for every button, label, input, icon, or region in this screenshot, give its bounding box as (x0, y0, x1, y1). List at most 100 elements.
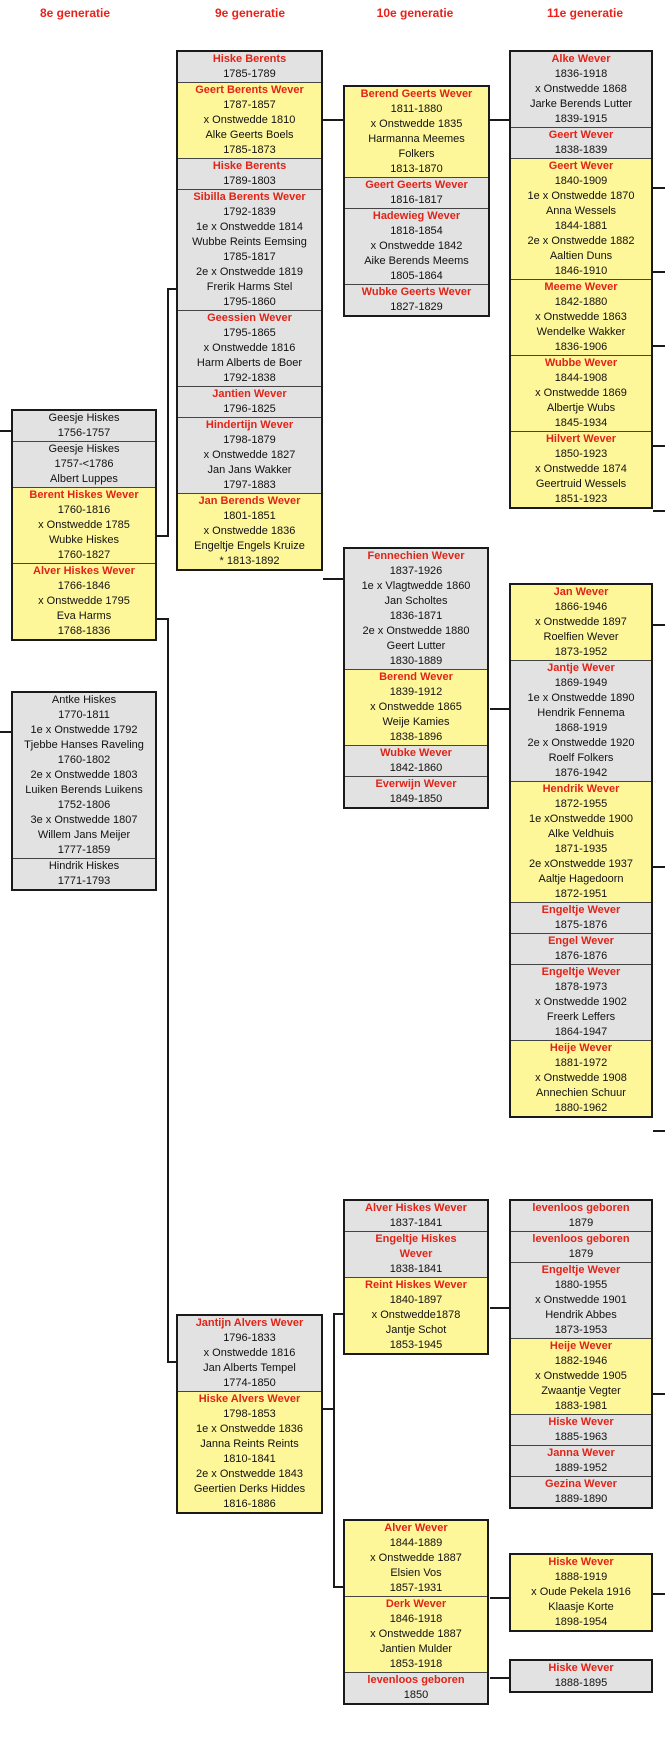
connector-line (333, 1313, 335, 1588)
person-name: Alver Wever (384, 1522, 448, 1534)
person-detail: 1866-1946 (554, 601, 608, 613)
person-name: levenloos geboren (532, 1202, 630, 1214)
connector-line (167, 288, 169, 537)
person-name: Jantje Wever (547, 662, 615, 674)
person-detail: 1e x Onstwedde 1792 (30, 724, 138, 736)
person-detail: Alke Geerts Boels (205, 129, 294, 141)
person-name: Fennechien Wever (367, 550, 465, 562)
family-box: Alver Wever 1844-1889 x Onstwedde 1887 Elsi… (343, 1519, 489, 1705)
person-name: Engeltje Hiskes (375, 1233, 457, 1245)
person-name: Geert Geerts Wever (365, 179, 468, 191)
person-detail: Freerk Leffers (546, 1011, 616, 1023)
person-name: Hiske Berents (212, 160, 287, 172)
person-detail: 1798-1879 (223, 434, 276, 446)
person-entry: Hiske Wever 1885-1963 (511, 1415, 651, 1446)
person-detail: Roelf Folkers (548, 752, 614, 764)
person-detail: 1797-1883 (223, 479, 276, 491)
person-name: Hindertijn Wever (205, 419, 294, 431)
person-detail: Roelfien Wever (543, 631, 619, 643)
person-detail: 1752-1806 (57, 799, 111, 811)
person-detail: 1850 (403, 1689, 429, 1701)
person-detail: x Onstwedde 1887 (370, 1628, 462, 1640)
person-detail: 1842-1860 (389, 762, 443, 774)
person-detail: Harm Alberts de Boer (196, 357, 303, 369)
person-detail: 1885-1963 (554, 1431, 608, 1443)
person-detail: 1771-1793 (57, 875, 111, 887)
person-name: Hadewieg Wever (372, 210, 461, 222)
person-detail: Geert Lutter (386, 640, 446, 652)
person-detail: 1889-1890 (554, 1493, 608, 1505)
person-detail: 2e x Onstwedde 1843 (195, 1468, 304, 1480)
person-detail: Weije Kamies (382, 716, 450, 728)
person-name: Hiske Wever (548, 1416, 614, 1428)
person-detail: 1760-1827 (57, 549, 111, 561)
person-detail: 2e xOnstwedde 1937 (529, 858, 633, 870)
person-detail: 1872-1955 (554, 798, 608, 810)
connector-line (653, 445, 665, 447)
person-name: Alver Hiskes Wever (365, 1202, 467, 1214)
person-detail: 1839-1915 (554, 113, 608, 125)
person-detail: Elsien Vos (390, 1567, 442, 1579)
person-detail: 1844-1889 (389, 1537, 443, 1549)
person-detail: 1879 (568, 1217, 594, 1229)
person-detail: 1836-1918 (554, 68, 608, 80)
person-detail: 1837-1841 (389, 1217, 443, 1229)
person-detail: x Onstwedde 1902 (535, 996, 627, 1008)
person-detail: 1777-1859 (57, 844, 111, 856)
person-detail: x Onstwedde 1810 (203, 114, 296, 126)
person-detail: 1882-1946 (554, 1355, 608, 1367)
person-detail: 1801-1851 (223, 510, 276, 522)
header-gen10: 10e generatie (376, 6, 454, 20)
person-detail: 1789-1803 (223, 175, 276, 187)
person-name: Hendrik Wever (542, 783, 620, 795)
person-detail: Wendelke Wakker (536, 326, 626, 338)
person-detail: 1785-1817 (223, 251, 276, 263)
connector-line (323, 119, 343, 121)
header-gen9: 9e generatie (214, 6, 286, 20)
person-detail: 1836-1906 (554, 341, 608, 353)
person-detail: Folkers (398, 148, 435, 160)
person-name: Everwijn Wever (375, 778, 457, 790)
person-detail: Jantien Mulder (379, 1643, 453, 1655)
connector-line (167, 288, 176, 290)
person-detail: 1888-1919 (554, 1571, 608, 1583)
person-detail: 1876-1876 (554, 950, 608, 962)
person-detail: x Onstwedde 1905 (535, 1370, 627, 1382)
person-detail: 1871-1935 (554, 843, 608, 855)
person-detail: 1872-1951 (554, 888, 608, 900)
person-detail: 2e x Onstwedde 1882 (527, 235, 635, 247)
person-detail: x Onstwedde 1816 (203, 1347, 296, 1359)
person-detail: Frerik Harms Stel (206, 281, 293, 293)
person-detail: 3e x Onstwedde 1807 (30, 814, 138, 826)
person-detail: Hendrik Fennema (537, 707, 625, 719)
person-detail: 1770-1811 (58, 709, 110, 721)
person-detail: 1888-1895 (554, 1677, 608, 1689)
person-detail: Eva Harms (56, 610, 112, 622)
person-name: Hilvert Wever (545, 433, 617, 445)
person-name: Engeltje Wever (541, 904, 621, 916)
person-detail: Annechien Schuur (536, 1087, 626, 1099)
person-detail: 1766-1846 (57, 580, 111, 592)
person-detail: Luiken Berends Luikens (25, 784, 143, 796)
person-detail: x Onstwedde 1836 (203, 525, 296, 537)
person-name: Engeltje Wever (541, 966, 621, 978)
person-detail: Alke Veldhuis (547, 828, 615, 840)
person-name: Geert Wever (548, 160, 614, 172)
